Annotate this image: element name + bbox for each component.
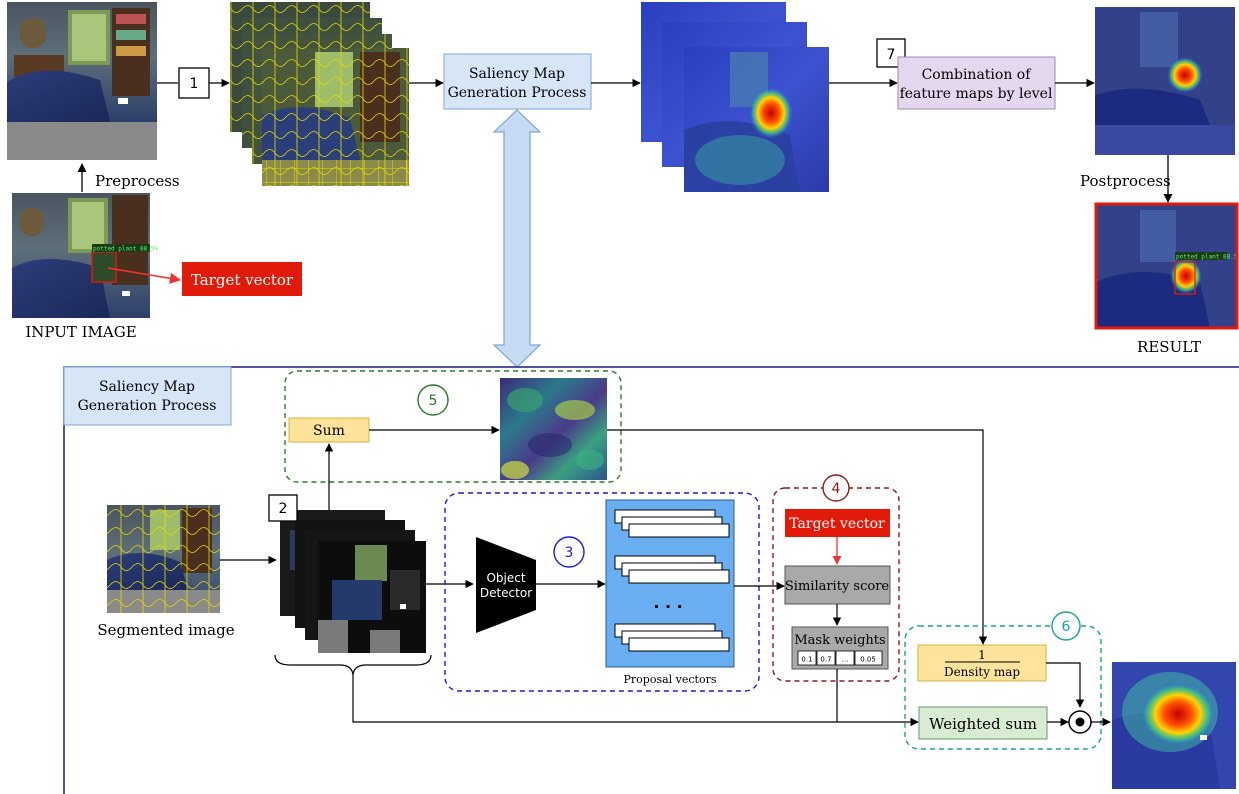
detection-label: potted plant 88.5% bbox=[93, 246, 158, 253]
mask-weights-label: Mask weights bbox=[794, 633, 885, 648]
weight-2: ... bbox=[842, 656, 849, 664]
segmentation-stack bbox=[230, 2, 409, 186]
detector-line2: Detector bbox=[480, 586, 532, 600]
target-vector-top-label: Target vector bbox=[191, 271, 294, 289]
input-image: potted plant 88.5% bbox=[12, 193, 158, 318]
group-3-box bbox=[444, 492, 760, 692]
sum-label: Sum bbox=[313, 423, 345, 439]
panel-title-line2: Generation Process bbox=[78, 398, 217, 414]
result-caption: RESULT bbox=[1137, 338, 1201, 356]
density-numerator: 1 bbox=[978, 648, 986, 662]
masked-image-stack bbox=[280, 510, 426, 653]
saliency-box-line1: Saliency Map bbox=[469, 66, 565, 82]
combination-line1: Combination of bbox=[922, 67, 1033, 83]
panel-title-box bbox=[63, 366, 232, 426]
postprocess-label: Postprocess bbox=[1080, 172, 1171, 190]
preprocess-label: Preprocess bbox=[95, 172, 180, 190]
weighted-sum-box bbox=[918, 706, 1048, 740]
proposal-ellipsis: . . . bbox=[653, 593, 682, 612]
segmented-image-caption: Segmented image bbox=[97, 621, 234, 639]
step-1-number: 1 bbox=[190, 76, 199, 92]
detector-line1: Object bbox=[486, 571, 525, 585]
weighted-sum-label: Weighted sum bbox=[929, 715, 1037, 733]
group-5-box bbox=[284, 370, 622, 483]
saliency-box-line2: Generation Process bbox=[448, 85, 587, 101]
combination-line2: feature maps by level bbox=[900, 86, 1053, 102]
similarity-score-box bbox=[784, 565, 891, 605]
group-6-box bbox=[904, 625, 1102, 750]
result-detection-label: potted plant 88.5% bbox=[1176, 254, 1239, 261]
step-7-badge bbox=[876, 38, 906, 68]
weight-0: 0.1 bbox=[801, 656, 812, 664]
density-map-image bbox=[500, 378, 607, 480]
step-5-badge bbox=[417, 384, 449, 416]
weight-3: 0.05 bbox=[860, 656, 876, 664]
step-6-badge bbox=[1051, 611, 1081, 641]
mask-weights-cells: 0.1 0.7 ... 0.05 bbox=[797, 650, 883, 666]
segmented-image bbox=[107, 505, 220, 613]
preprocessed-image bbox=[7, 2, 157, 160]
step-3-badge bbox=[553, 536, 585, 568]
target-vector-top bbox=[182, 262, 302, 296]
step-4-badge bbox=[822, 474, 850, 502]
heatmap-stack bbox=[641, 2, 829, 192]
step-4-number: 4 bbox=[832, 481, 841, 497]
output-heatmap bbox=[1112, 662, 1236, 789]
group-4-box bbox=[772, 487, 900, 682]
step-5-number: 5 bbox=[429, 393, 438, 409]
step-1-badge bbox=[178, 67, 210, 99]
step-2-number: 2 bbox=[279, 501, 288, 517]
step-3-number: 3 bbox=[565, 545, 574, 561]
proposal-vectors-caption: Proposal vectors bbox=[624, 673, 717, 686]
similarity-score-label: Similarity score bbox=[785, 579, 890, 594]
stack-brace bbox=[274, 654, 432, 676]
target-vector-bottom-label: Target vector bbox=[789, 516, 885, 532]
combination-box bbox=[897, 56, 1056, 110]
combined-heatmap bbox=[1095, 7, 1235, 155]
proposal-vectors-panel bbox=[605, 499, 735, 668]
step-6-number: 6 bbox=[1062, 619, 1071, 635]
target-vector-bottom bbox=[785, 509, 890, 537]
saliency-generation-box bbox=[443, 53, 592, 110]
input-image-caption: INPUT IMAGE bbox=[25, 323, 136, 341]
object-detector bbox=[476, 537, 536, 633]
panel-title-line1: Saliency Map bbox=[99, 379, 195, 395]
double-arrow-connector bbox=[492, 109, 542, 368]
step-2-badge bbox=[268, 494, 298, 522]
weight-1: 0.7 bbox=[820, 656, 831, 664]
density-denominator: Density map bbox=[944, 665, 1020, 679]
result-image: potted plant 88.5% bbox=[1094, 202, 1239, 330]
step-7-number: 7 bbox=[887, 47, 896, 63]
sum-box bbox=[288, 417, 370, 443]
